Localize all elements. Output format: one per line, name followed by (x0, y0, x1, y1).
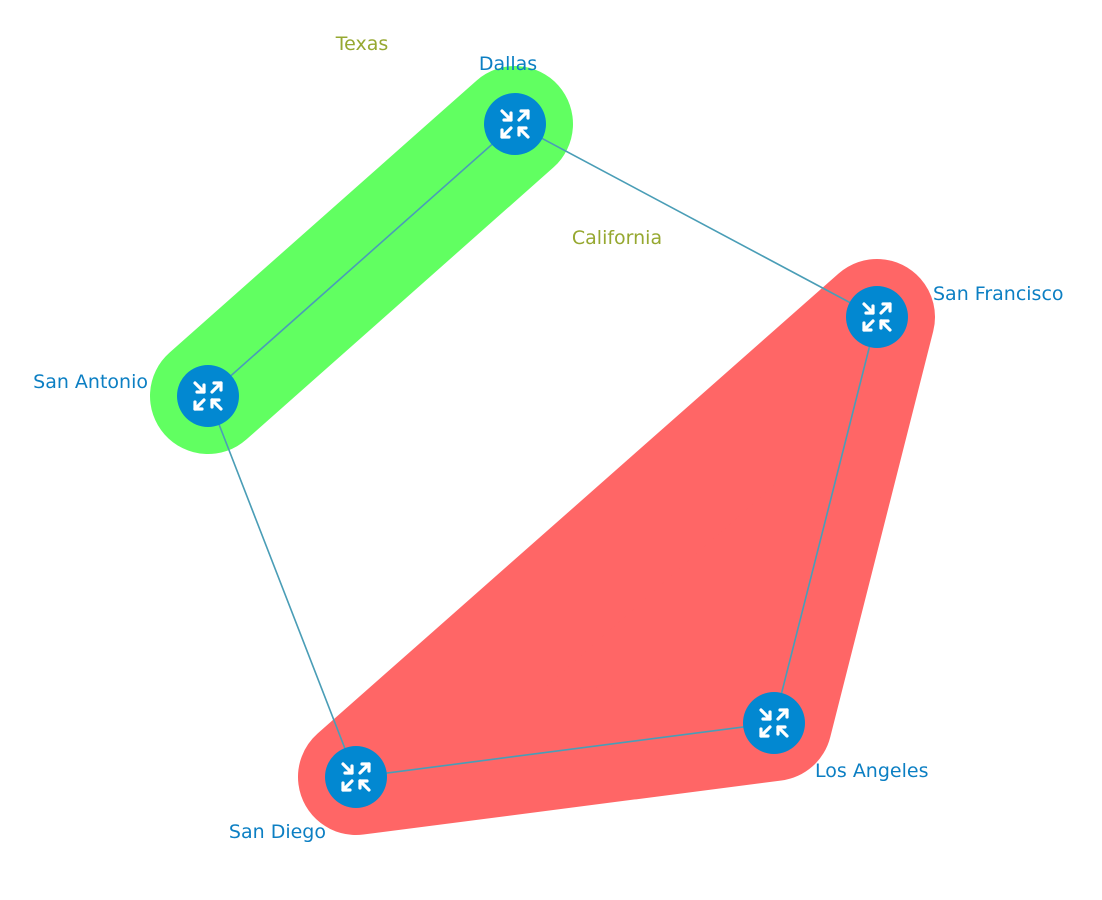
group-label-texas: Texas (335, 33, 389, 55)
node-san-diego[interactable] (325, 746, 387, 808)
node-label-san-francisco: San Francisco (933, 283, 1064, 305)
link-shade-san-antonio-san-diego (207, 395, 357, 778)
node-circle[interactable] (743, 692, 805, 754)
node-los-angeles[interactable] (743, 692, 805, 754)
link-shade-dallas-san-antonio (207, 123, 516, 397)
node-dallas[interactable] (484, 93, 546, 155)
node-san-francisco[interactable] (846, 286, 908, 348)
link-shade-los-angeles-san-diego (355, 722, 775, 778)
node-label-dallas: Dallas (479, 53, 537, 75)
link-dallas-san-francisco[interactable] (514, 123, 878, 318)
group-label-california: California (572, 227, 662, 249)
node-label-los-angeles: Los Angeles (815, 760, 928, 782)
node-circle[interactable] (325, 746, 387, 808)
node-label-san-diego: San Diego (229, 821, 326, 843)
node-circle[interactable] (177, 365, 239, 427)
link-shade-dallas-san-francisco (514, 123, 878, 318)
link-dallas-san-antonio[interactable] (207, 123, 516, 397)
links-layer (207, 123, 878, 778)
link-san-francisco-los-angeles[interactable] (773, 316, 878, 724)
node-san-antonio[interactable] (177, 365, 239, 427)
node-circle[interactable] (484, 93, 546, 155)
node-label-san-antonio: San Antonio (33, 371, 148, 393)
node-circle[interactable] (846, 286, 908, 348)
nodes-layer (177, 93, 908, 808)
link-shade-san-francisco-los-angeles (773, 316, 878, 724)
groups-layer (150, 66, 935, 835)
link-los-angeles-san-diego[interactable] (355, 722, 775, 778)
link-san-antonio-san-diego[interactable] (207, 395, 357, 778)
